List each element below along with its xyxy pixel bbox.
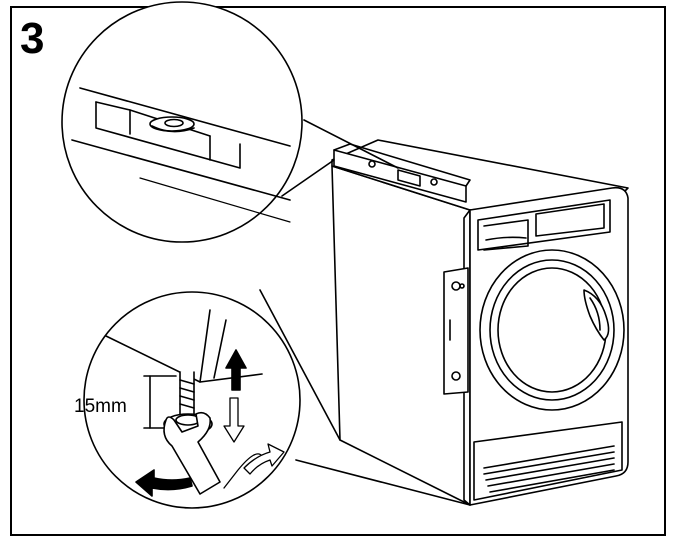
arrow-up-icon: [225, 349, 247, 391]
rotate-right-arrow-icon: [243, 443, 285, 475]
rotate-left-arrow-icon: [135, 469, 193, 497]
step-number: 3: [20, 14, 45, 63]
tumble-dryer-icon: [331, 139, 629, 506]
level-detail-callout: [61, 1, 399, 243]
arrow-down-icon: [223, 397, 245, 443]
wrench-icon: [163, 411, 263, 495]
dimension-label: 15mm: [74, 396, 127, 417]
spirit-level-icon: [333, 143, 471, 203]
